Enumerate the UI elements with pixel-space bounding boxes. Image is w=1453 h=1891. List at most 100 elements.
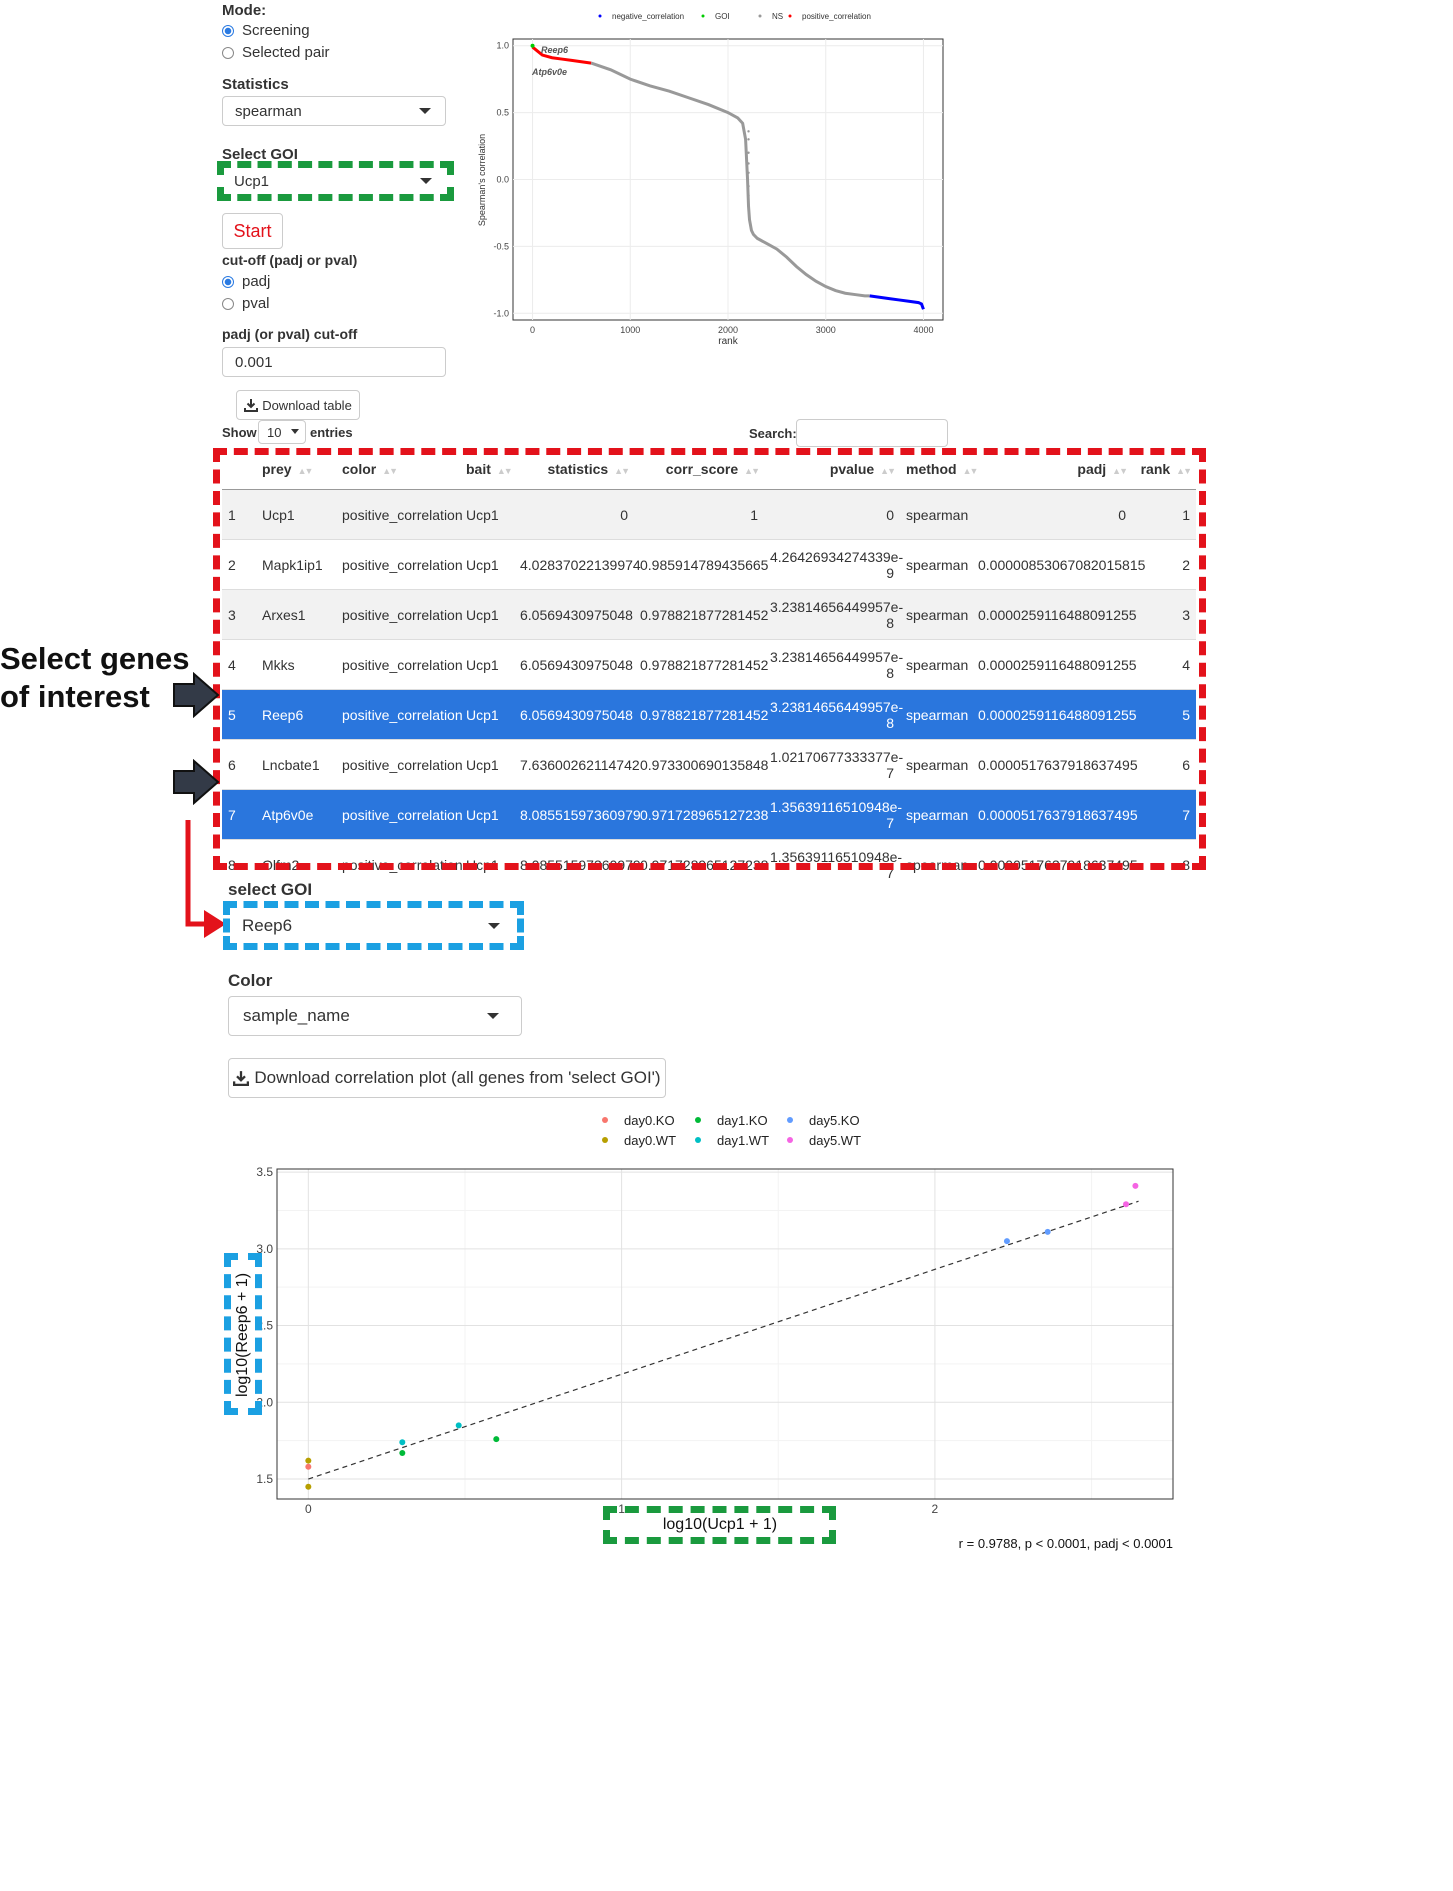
statistics-select[interactable]: spearman <box>222 96 446 126</box>
corr-score-cell: 0.978821877281452 <box>634 589 768 640</box>
pvalue-exponent: 8 <box>886 614 894 631</box>
row-index-cell: 4 <box>222 639 256 690</box>
data-point-day5.WT <box>1132 1182 1139 1189</box>
statistics-cell: 6.0569430975048 <box>514 689 634 740</box>
legend-marker <box>602 1137 608 1143</box>
color-cell: positive_correlation <box>336 739 463 790</box>
column-header-corr-score[interactable]: corr_score▲▼ <box>634 449 764 490</box>
show-entries-value: 10 <box>267 424 282 440</box>
x-tick-label: 0 <box>305 1502 312 1516</box>
cutoff-radio-padj[interactable]: padj <box>222 273 270 290</box>
search-input[interactable] <box>796 419 948 447</box>
pvalue-mantissa: 3.23814656449957e- <box>770 698 904 715</box>
column-header-statistics[interactable]: statistics▲▼ <box>514 449 634 490</box>
bait-cell: Ucp1 <box>460 789 514 840</box>
legend-marker <box>695 1137 701 1143</box>
color-cell: positive_correlation <box>336 689 463 740</box>
pvalue-cell: 0 <box>764 489 900 540</box>
chevron-down-icon <box>420 178 432 184</box>
lower-goi-value: Reep6 <box>242 916 293 935</box>
column-header-padj[interactable]: padj▲▼ <box>972 449 1132 490</box>
data-point-day1.WT <box>399 1439 406 1446</box>
mode-radio-screening[interactable]: Screening <box>222 22 310 39</box>
method-cell: spearman <box>900 539 972 590</box>
column-header-bait[interactable]: bait▲▼ <box>460 449 514 490</box>
y-tick-label: 0.5 <box>496 108 509 118</box>
mode-option-label: Screening <box>242 22 310 39</box>
sort-icon: ▲▼ <box>297 466 314 476</box>
statistics-value: spearman <box>235 102 302 120</box>
data-point-goi <box>530 43 535 48</box>
search-label: Search: <box>749 426 797 441</box>
statistics-cell: 4.02837022139974 <box>514 539 641 590</box>
pvalue-exponent: 9 <box>886 564 894 581</box>
color-cell: positive_correlation <box>336 789 463 840</box>
column-header-method[interactable]: method▲▼ <box>900 449 978 490</box>
column-header-index <box>222 449 256 490</box>
legend-marker <box>598 14 602 18</box>
prey-cell: Ucp1 <box>256 489 336 540</box>
statistics-cell: 6.0569430975048 <box>514 639 634 690</box>
column-header-pvalue[interactable]: pvalue▲▼ <box>764 449 900 490</box>
padj-cell: 0.0000259116488091255 <box>972 589 1137 640</box>
lower-goi-select[interactable]: Reep6 <box>228 906 522 946</box>
statistics-label: Statistics <box>222 76 289 93</box>
legend-label: day1.WT <box>717 1133 769 1148</box>
padj-cell: 0.0000259116488091255 <box>972 689 1137 740</box>
row-index-cell: 3 <box>222 589 256 640</box>
legend-label: day1.KO <box>717 1113 768 1128</box>
pvalue-mantissa: 1.02170677333377e- <box>770 748 904 765</box>
statistics-cell: 7.63600262114742 <box>514 739 640 790</box>
rank-annotation-reep6: Reep6 <box>541 45 569 55</box>
column-header-prey[interactable]: prey▲▼ <box>256 449 336 490</box>
legend-label: GOI <box>715 12 730 21</box>
y-tick-label: -0.5 <box>493 241 509 251</box>
cutoff-value-input[interactable]: 0.001 <box>222 347 446 377</box>
mode-radio-selected-pair[interactable]: Selected pair <box>222 44 330 61</box>
annotation-select-genes: Select genes of interest <box>0 640 190 716</box>
scatter-trend-line <box>308 1200 1139 1480</box>
mode-label: Mode: <box>222 2 267 19</box>
sort-icon: ▲▼ <box>1112 466 1128 476</box>
goi-select[interactable]: Ucp1 <box>222 166 446 196</box>
rank-cell: 2 <box>1132 539 1196 590</box>
download-plot-button[interactable]: Download correlation plot (all genes fro… <box>228 1058 666 1098</box>
series-line-positive_correlation <box>531 45 592 65</box>
color-cell: positive_correlation <box>336 639 463 690</box>
pvalue-mantissa: 3.23814656449957e- <box>770 598 904 615</box>
cutoff-radio-pval[interactable]: pval <box>222 295 270 312</box>
download-table-button[interactable]: Download table <box>236 390 360 420</box>
row-index-cell: 2 <box>222 539 256 590</box>
start-button[interactable]: Start <box>222 213 283 249</box>
column-header-color[interactable]: color▲▼ <box>336 449 460 490</box>
legend-marker <box>695 1117 701 1123</box>
data-point <box>747 171 750 175</box>
lower-goi-label: select GOI <box>228 880 313 899</box>
legend-marker <box>788 14 792 18</box>
x-tick-label: 1000 <box>620 325 640 335</box>
scatter-y-axis-label: log10(Reep6 + 1) <box>234 1273 251 1397</box>
color-select[interactable]: sample_name <box>228 996 522 1036</box>
bait-cell: Ucp1 <box>460 489 514 540</box>
annotation-line-1: Select genes <box>0 641 190 676</box>
bait-cell: Ucp1 <box>460 739 514 790</box>
sort-icon: ▲▼ <box>1176 466 1192 476</box>
radio-selected-icon <box>222 24 234 37</box>
pvalue-mantissa: 4.26426934274339e- <box>770 548 904 565</box>
rank-cell: 7 <box>1132 789 1196 840</box>
show-entries-select[interactable]: 10 <box>258 420 306 444</box>
sort-icon: ▲▼ <box>962 466 979 476</box>
download-icon <box>244 399 259 412</box>
prey-cell: Lncbate1 <box>256 739 336 790</box>
column-header-rank[interactable]: rank▲▼ <box>1132 449 1196 490</box>
